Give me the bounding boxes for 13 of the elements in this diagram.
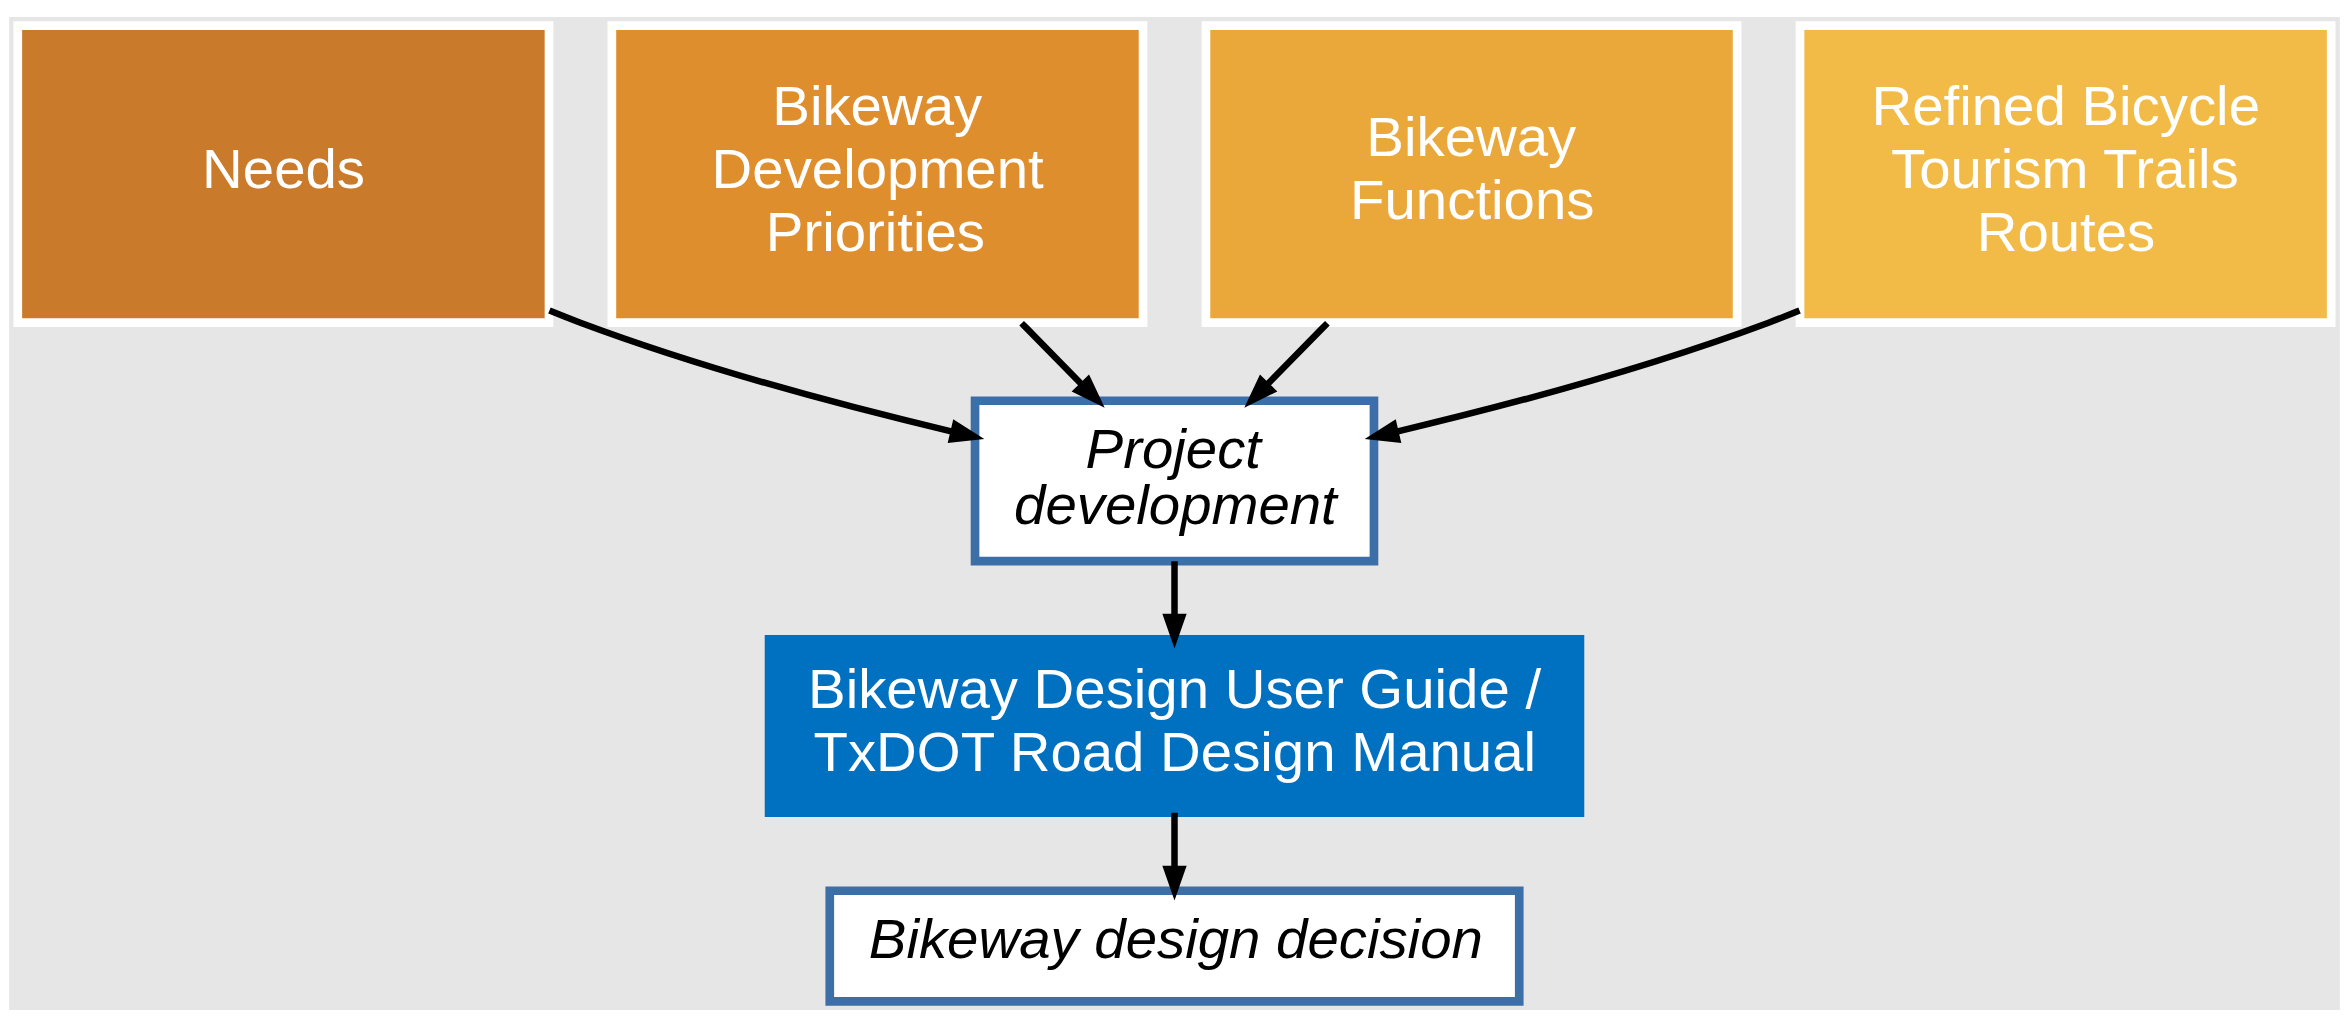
node-box: Needs <box>13 21 554 328</box>
node-box: Bikeway Functions <box>1201 21 1742 328</box>
arrow <box>1019 320 1105 408</box>
arrow <box>548 307 985 444</box>
arrow <box>1162 812 1187 901</box>
node-box: Refined Bicycle Tourism Trails Routes <box>1795 21 2336 328</box>
node-box: Bikeway Design User Guide / TxDOT Road Design Manual <box>764 634 1585 818</box>
arrow <box>1244 320 1330 408</box>
node-box: Bikeway Development Priorities <box>607 21 1148 328</box>
arrow <box>1364 307 1801 444</box>
node-box: Project development <box>970 396 1379 566</box>
arrow <box>1162 561 1187 649</box>
node-box: Bikeway design decision <box>825 886 1524 1006</box>
